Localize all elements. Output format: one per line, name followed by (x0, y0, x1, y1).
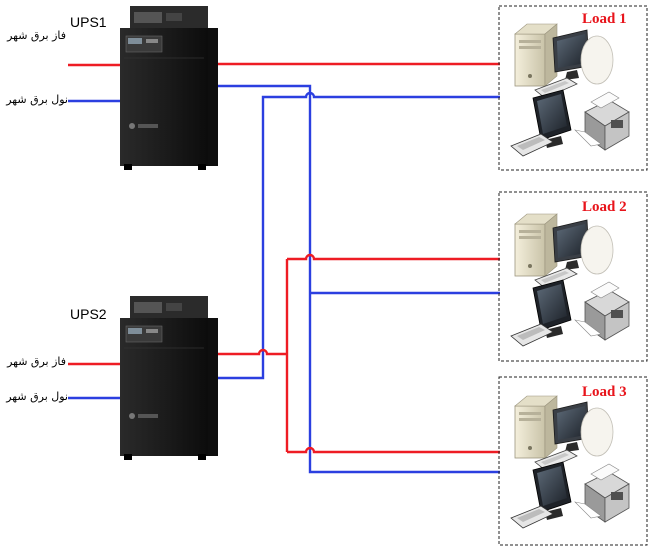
load1-box (498, 5, 648, 171)
wiring (68, 62, 500, 474)
load1-label: Load 1 (582, 11, 627, 27)
ups2-phase-out-wire (208, 348, 287, 356)
ups1-cabinet (119, 5, 219, 171)
load3-box (498, 376, 648, 546)
ups1-neutral-out-wire (208, 84, 500, 474)
load2-phase-wire (287, 253, 500, 261)
load2-box (498, 191, 648, 362)
ups1-phase-label: فاز برق شهر (7, 29, 66, 42)
ups2-label: UPS2 (70, 306, 107, 322)
ups2-cabinet (119, 295, 219, 461)
load2-label: Load 2 (582, 199, 627, 215)
load3-label: Load 3 (582, 384, 627, 400)
ups2-neutral-label: نول برق شهر (6, 390, 68, 403)
ups1-neutral-label: نول برق شهر (6, 93, 68, 106)
ups1-label: UPS1 (70, 14, 107, 30)
load3-phase-wire (287, 446, 500, 454)
ups2-neutral-out-wire (208, 91, 500, 380)
ups2-phase-label: فاز برق شهر (7, 355, 66, 368)
